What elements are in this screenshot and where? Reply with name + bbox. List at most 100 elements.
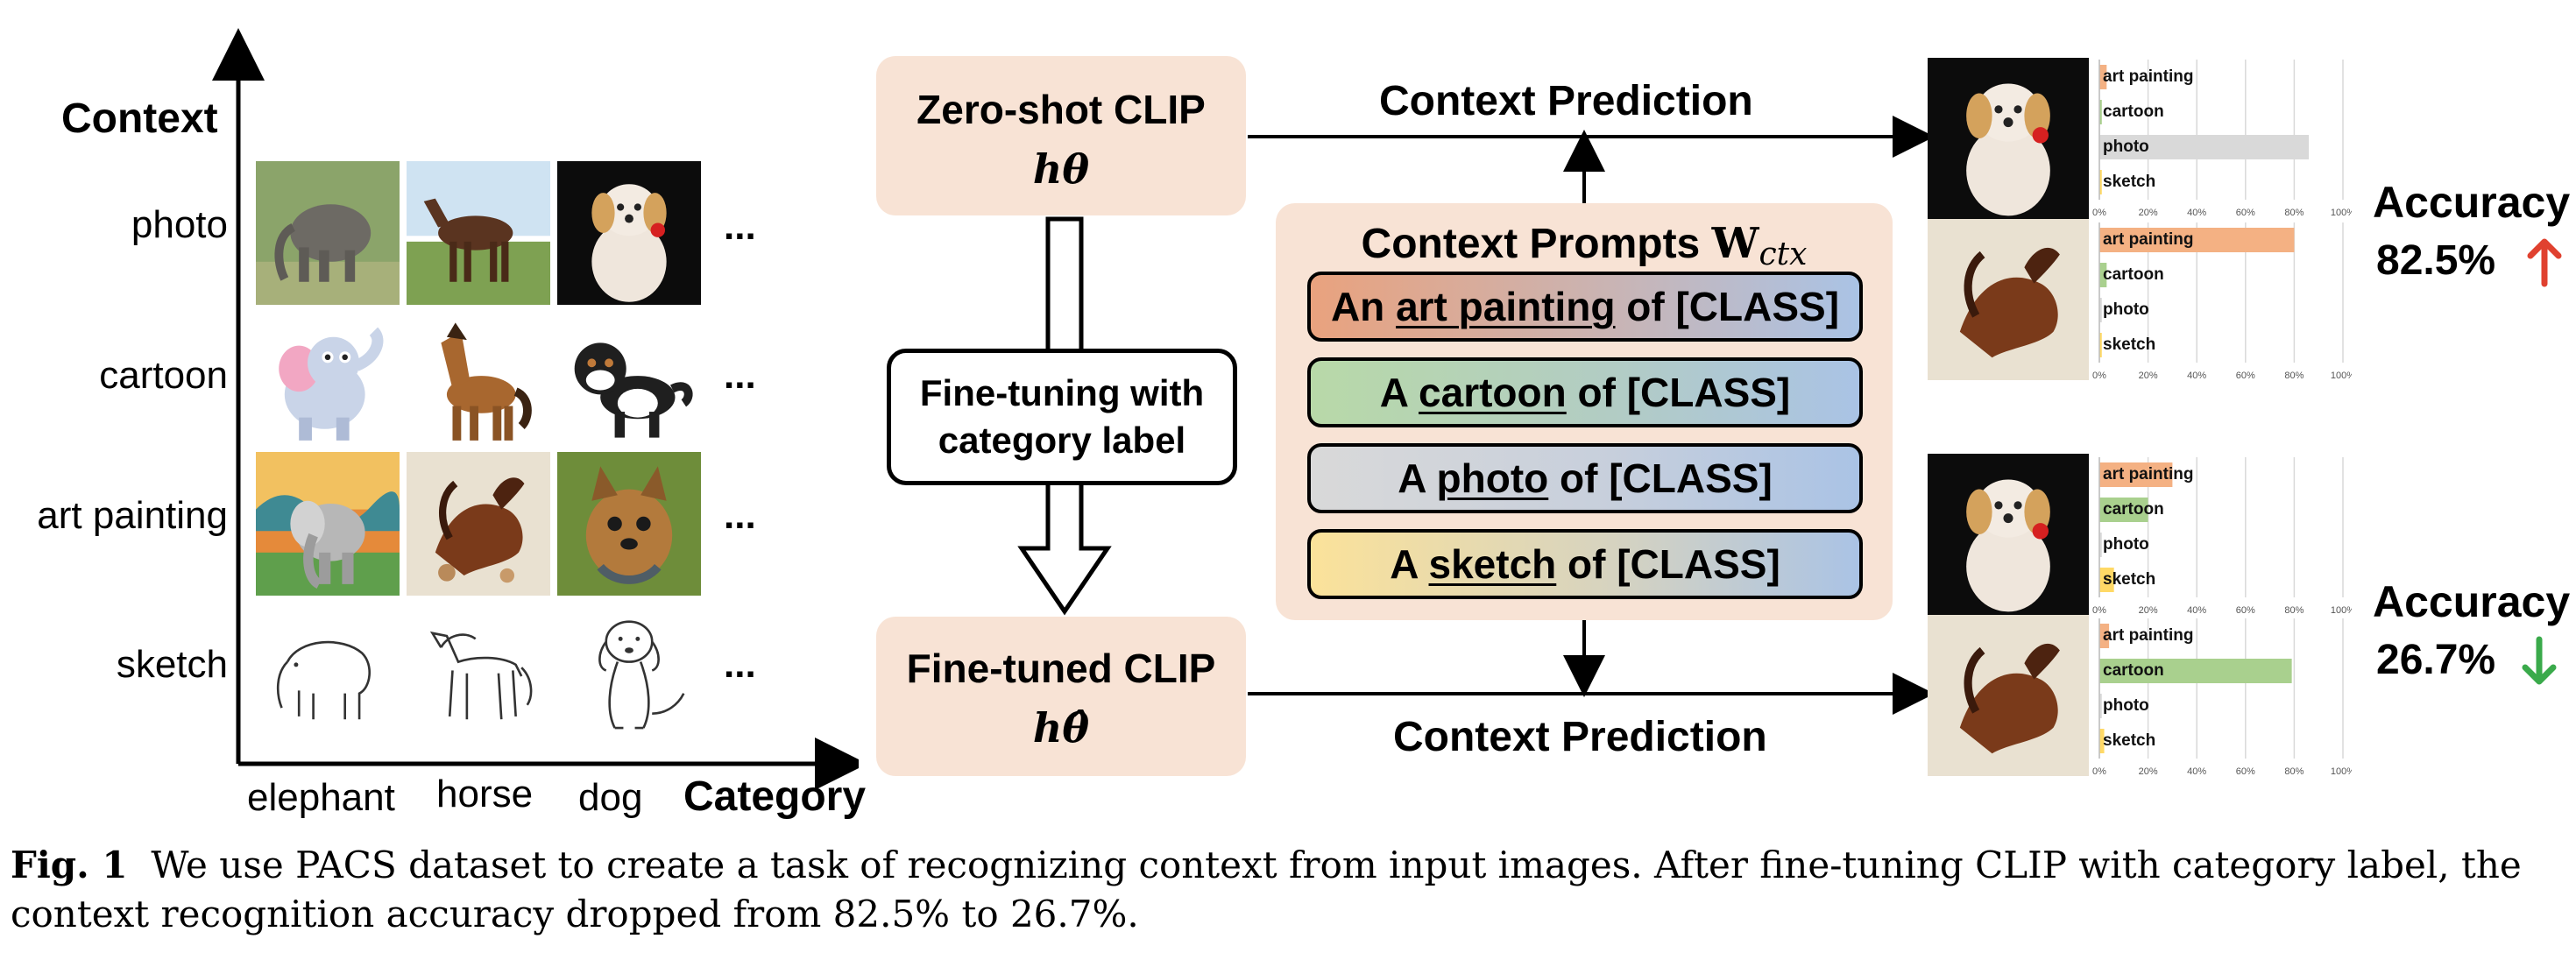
bar-label-sketch: sketch [2103,731,2155,750]
tick-label: 40% [2187,605,2206,616]
tick-label: 80% [2284,208,2304,218]
image-horse-art-painting [407,452,550,596]
bar-photo [2099,694,2102,718]
bar-label-photo: photo [2103,300,2149,319]
image-horse-sketch [407,604,550,748]
bar-art-painting [2099,228,2295,252]
image-elephant-photo [256,161,400,305]
bar-label-cartoon: cartoon [2103,500,2164,519]
tick-label: 0% [2092,766,2106,777]
prediction-chart-zero-shot-dog: 0%20%40%60%80%100%art paintingcartoonpho… [2092,60,2352,218]
bar-photo [2099,135,2310,159]
bar-label-sketch: sketch [2103,335,2155,354]
bar-label-art-painting: art painting [2103,230,2193,249]
tick-label: 0% [2092,605,2106,616]
tick-label: 100% [2331,766,2352,777]
figure-label: Fig. 1 [11,844,128,886]
bar-art-painting [2099,462,2173,487]
tick-label: 40% [2187,371,2206,381]
arrow-up-icon [2527,238,2562,287]
arrow-down-icon [2522,636,2557,685]
prompt-art-painting: An art painting of [CLASS] [1307,272,1863,342]
tick-label: 60% [2236,766,2255,777]
bar-cartoon [2099,263,2107,287]
bar-art-painting [2099,624,2110,648]
result-dog-photo-bottom [1928,454,2089,615]
bar-cartoon [2099,100,2102,124]
accuracy-value-top: 82.5% [2376,237,2496,284]
category-label-dog: dog [578,776,643,819]
tick-label: 0% [2092,208,2106,218]
ellipsis-photo: ... [724,205,756,248]
tick-label: 60% [2236,208,2255,218]
bar-photo [2099,298,2102,322]
bar-label-art-painting: art painting [2103,67,2193,86]
fine-tuning-step-line2: category label [938,420,1186,461]
bar-label-sketch: sketch [2103,173,2155,191]
context-prompts-panel: Context Prompts Wctx An art painting of … [1276,203,1893,620]
bar-art-painting [2099,65,2107,89]
context-prediction-label-bottom: Context Prediction [1393,714,1767,760]
zero-shot-clip-box: Zero-shot CLIP hθ [876,56,1246,215]
ellipsis-cartoon: ... [724,354,756,397]
image-horse-cartoon [407,308,550,452]
context-label-photo: photo [131,203,228,246]
result-horse-painting-bottom [1928,615,2089,776]
tick-label: 100% [2331,208,2352,218]
prompt-sketch: A sketch of [CLASS] [1307,529,1863,599]
bar-label-photo: photo [2103,696,2149,715]
prediction-chart-fine-tuned-dog: 0%20%40%60%80%100%art paintingcartoonpho… [2092,457,2352,616]
image-dog-art-painting [557,452,701,596]
context-prompts-title: Context Prompts Wctx [1361,219,1808,272]
image-dog-photo [557,161,701,305]
image-dog-sketch [557,604,701,748]
tick-label: 20% [2139,766,2158,777]
tick-label: 80% [2284,605,2304,616]
context-label-sketch: sketch [116,643,228,686]
image-elephant-cartoon [256,308,400,452]
figure-caption: Fig. 1 We use PACS dataset to create a t… [11,841,2560,939]
pacs-axes [212,28,859,790]
tick-label: 0% [2092,371,2106,381]
result-horse-painting-top [1928,219,2089,380]
bar-label-art-painting: art painting [2103,626,2193,645]
x-axis-title: Category [683,773,867,820]
prompt-keyword-sketch: sketch [1428,541,1557,587]
fine-tuning-step-box: Fine-tuning with category label [887,349,1237,485]
bar-label-sketch: sketch [2103,570,2155,589]
tick-label: 100% [2331,371,2352,381]
image-dog-cartoon [557,308,701,452]
bar-label-photo: photo [2103,138,2149,156]
bar-sketch [2099,568,2114,592]
tick-label: 80% [2284,766,2304,777]
y-axis-title: Context [61,95,218,142]
context-label-cartoon: cartoon [99,354,228,397]
category-label-elephant: elephant [247,776,395,819]
bar-sketch [2099,170,2102,194]
ellipsis-art-painting: ... [724,494,756,537]
prompt-keyword-art-painting: art painting [1396,284,1616,329]
fine-tuning-step-line1: Fine-tuning with [919,372,1205,413]
image-elephant-art-painting [256,452,400,596]
tick-label: 40% [2187,208,2206,218]
tick-label: 60% [2236,371,2255,381]
result-dog-photo-top [1928,58,2089,219]
fine-tuned-clip-symbol: hθ̂ [1032,704,1090,752]
bar-cartoon [2099,659,2292,683]
tick-label: 80% [2284,371,2304,381]
tick-label: 20% [2139,371,2158,381]
fine-tuned-clip-title: Fine-tuned CLIP [906,646,1216,691]
image-elephant-sketch [256,604,400,748]
accuracy-label-bottom: Accuracy [2373,577,2571,626]
context-label-art-painting: art painting [37,494,228,537]
zero-shot-clip-title: Zero-shot CLIP [916,87,1206,132]
context-prompts-math-sub: ctx [1759,236,1808,272]
prediction-chart-zero-shot-horse: 0%20%40%60%80%100%art paintingcartoonpho… [2092,222,2352,381]
tick-label: 20% [2139,208,2158,218]
context-prompts-math-w: W [1711,219,1759,268]
tick-label: 40% [2187,766,2206,777]
ellipsis-sketch: ... [724,643,756,686]
bar-label-cartoon: cartoon [2103,661,2164,680]
prompt-cartoon: A cartoon of [CLASS] [1307,357,1863,427]
context-prediction-label-top: Context Prediction [1379,78,1753,124]
